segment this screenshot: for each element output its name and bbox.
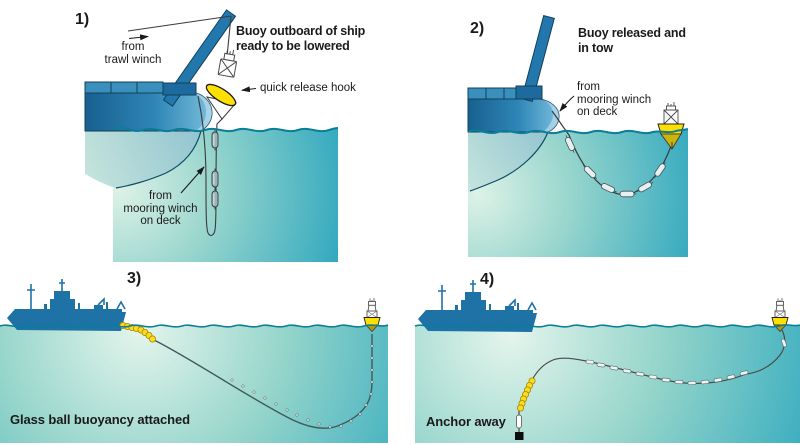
panel-2-hull-highlight xyxy=(540,99,559,132)
label-quick-release-hook: quick release hook xyxy=(260,82,356,94)
panel-3-chain-links xyxy=(230,344,374,429)
panel-1-hull xyxy=(84,92,213,132)
panel-2-wave xyxy=(467,128,689,135)
panel-1-crane-boom xyxy=(162,9,237,107)
panel-1-buoy-hull xyxy=(205,83,237,107)
panel-4-illustration xyxy=(414,279,800,443)
panel-2-illustration xyxy=(467,14,689,257)
panel-2-number: 2) xyxy=(470,20,485,37)
panel-4-ship-silhouette xyxy=(417,279,538,333)
panel-1-mooring-leader xyxy=(180,166,205,194)
panel-2-crane-base xyxy=(515,85,543,100)
panel-1-instrument xyxy=(211,129,219,151)
panel-2-title: Buoy released and in tow xyxy=(578,26,686,55)
panel-4-caption: Anchor away xyxy=(426,414,506,429)
panel-4-number: 4) xyxy=(480,271,495,288)
panel-2-mooring-leader xyxy=(559,95,575,112)
panel-1-illustration xyxy=(84,9,339,263)
panel-4-water xyxy=(415,324,800,443)
panel-2-buoy-cone xyxy=(660,133,682,150)
panel-2-buoy-tower xyxy=(663,102,679,125)
panel-1-crane-base xyxy=(162,82,197,96)
panel-1-title: Buoy outboard of ship ready to be lowere… xyxy=(236,24,366,53)
panel-1-hull-highlight xyxy=(193,93,212,131)
panel-1-hull-underwater xyxy=(85,131,201,188)
panel-1-buoy xyxy=(205,49,237,120)
panel-1-trawl-wire xyxy=(127,15,232,32)
panel-1-instrument xyxy=(211,168,219,190)
panel-4-anchor xyxy=(515,432,524,440)
label-from-mooring-winch-1: from mooring winch on deck xyxy=(123,190,198,227)
panel-2-crane-boom xyxy=(521,14,555,103)
label-from-mooring-winch-2: from mooring winch on deck xyxy=(577,81,652,118)
panel-3-number: 3) xyxy=(127,270,142,287)
panel-2-hull-underwater xyxy=(468,132,548,192)
panel-3-water xyxy=(0,325,388,443)
panel-2-hull-underwater-outline xyxy=(469,131,549,192)
panel-1-hull-underwater-outline xyxy=(115,130,202,189)
panel-1-trawl-arrow xyxy=(128,34,149,41)
panel-1-bulwark xyxy=(84,81,164,94)
panel-2-instrument xyxy=(617,190,637,198)
panel-4-release-float xyxy=(516,414,522,429)
panel-4-wave xyxy=(414,324,800,328)
panel-1-hook-leader xyxy=(241,86,257,93)
panel-1-buoy-tower xyxy=(217,49,237,78)
panel-3-ship-silhouette xyxy=(6,278,127,332)
panel-1-number: 1) xyxy=(75,11,90,28)
panel-3-wave xyxy=(0,324,389,328)
panel-1-wave xyxy=(112,126,339,133)
panel-3-caption: Glass ball buoyancy attached xyxy=(10,412,190,427)
panel-2-bulwark xyxy=(467,87,521,100)
panel-2-hull xyxy=(467,98,560,133)
panel-3-illustration xyxy=(0,278,389,443)
label-from-trawl-winch: from trawl winch xyxy=(104,41,162,66)
panel-1-instrument xyxy=(211,188,219,210)
